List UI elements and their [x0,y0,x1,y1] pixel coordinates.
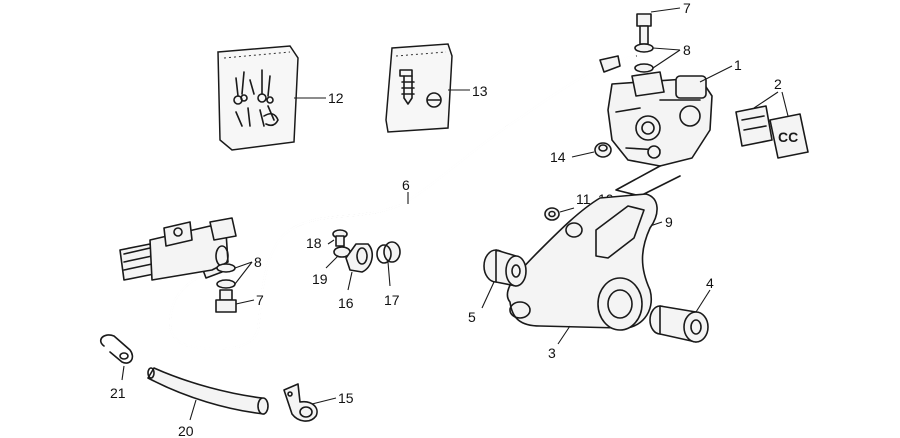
part-5-bushing [483,249,527,287]
part-8-washers-top [634,43,654,73]
part-14-bleeder-cap [594,142,612,158]
part-18-screw [332,229,348,247]
callout-3: 3 [548,345,556,361]
callout-19: 19 [312,271,328,287]
callout-16: 16 [338,295,354,311]
callout-8-bottom: 8 [254,254,262,270]
callout-18: 18 [306,235,322,251]
part-16-hose-clip [345,243,374,273]
part-7-banjo-bolt-top [636,13,652,45]
callout-7-bottom: 7 [256,292,264,308]
callout-8-top: 8 [683,42,691,58]
callout-7-top: 7 [683,0,691,16]
callout-14: 14 [550,149,566,165]
callout-4: 4 [706,275,714,291]
part-3-caliper-bracket [506,193,658,331]
callout-12: 12 [328,90,344,106]
part-8-washers-bottom [216,263,236,289]
callout-1: 1 [734,57,742,73]
callout-11: 11 [576,191,591,207]
part-20-reservoir-hose [147,367,269,415]
part-7-banjo-bolt-bottom [215,289,237,313]
callout-21: 21 [110,385,126,401]
callout-13: 13 [472,83,488,99]
part-21-spring-clip [99,334,134,364]
part-11-nut [544,207,560,221]
callout-6: 6 [402,177,410,193]
part-17-grommet [376,241,401,264]
callout-2: 2 [774,76,782,92]
part-1-brake-caliper [607,71,713,167]
pad-marking: CC [778,129,798,145]
part-2-brake-pads: CC [735,105,809,159]
rear-master-cylinder [119,217,237,281]
part-12-seal-kit-pouch [217,45,299,151]
part-4-spacer [649,305,709,343]
callout-17: 17 [384,292,400,308]
part-15-hose-clamp [283,383,318,422]
callout-20: 20 [178,423,194,438]
part-13-bleeder-kit-pouch [385,43,453,133]
callout-5: 5 [468,309,476,325]
callout-9: 9 [665,214,673,230]
callout-15: 15 [338,390,354,406]
